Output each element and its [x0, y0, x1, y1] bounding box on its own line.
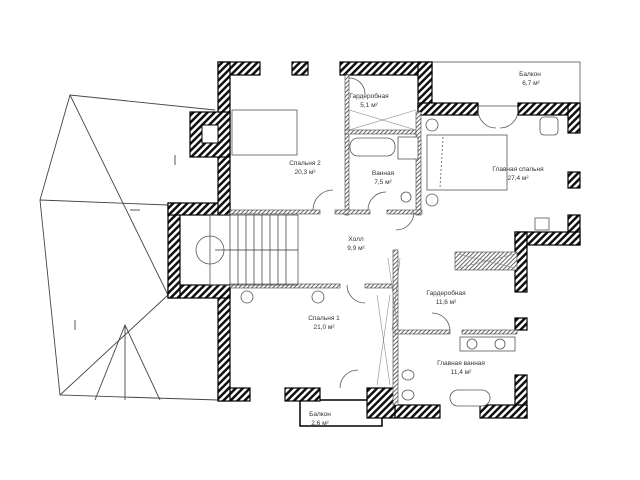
- toilet: [400, 191, 412, 203]
- svg-text:Гардеробная: Гардеробная: [349, 92, 389, 100]
- exterior-walls: [167, 61, 581, 419]
- doors: [312, 77, 519, 389]
- svg-text:9,9 м²: 9,9 м²: [347, 245, 365, 252]
- room-label-bedroom-1: Спальня 1 21,0 м²: [308, 315, 340, 331]
- roof-outline: [39, 94, 219, 401]
- armchair: [539, 116, 559, 136]
- svg-text:11,4 м²: 11,4 м²: [451, 369, 472, 376]
- svg-text:Спальня 2: Спальня 2: [289, 160, 321, 167]
- svg-text:Балкон: Балкон: [309, 411, 331, 418]
- furniture: [231, 109, 559, 407]
- room-label-balcony-small: Балкон 2,6 м²: [309, 411, 331, 427]
- svg-text:7,5 м²: 7,5 м²: [374, 179, 392, 186]
- interior-walls: [229, 74, 518, 406]
- staircase: [195, 214, 299, 286]
- svg-text:Главная ванная: Главная ванная: [437, 360, 485, 367]
- bathtub-master: [449, 389, 491, 407]
- room-label-bathroom: Ванная 7,5 м²: [372, 170, 395, 186]
- chair: [534, 217, 550, 231]
- svg-text:21,0 м²: 21,0 м²: [313, 324, 335, 331]
- svg-text:Спальня 1: Спальня 1: [308, 315, 340, 322]
- svg-text:Гардеробная: Гардеробная: [426, 289, 466, 297]
- room-label-hall: Холл 9,9 м²: [347, 236, 365, 252]
- svg-text:20,3 м²: 20,3 м²: [294, 169, 316, 176]
- room-label-master-bedroom: Главная спальня 27,4 м²: [492, 166, 544, 182]
- room-label-bedroom-2: Спальня 2 20,3 м²: [289, 160, 321, 176]
- svg-text:Главная спальня: Главная спальня: [492, 166, 544, 173]
- shower: [397, 136, 419, 160]
- balcony-top: [431, 61, 581, 107]
- bed-bedroom-2: [231, 109, 298, 156]
- room-label-wardrobe-small: Гардеробная 5,1 м²: [349, 92, 389, 109]
- room-label-balcony-master: Балкон 6,7 м²: [519, 71, 541, 87]
- svg-text:Ванная: Ванная: [372, 170, 395, 177]
- svg-text:27,4 м²: 27,4 м²: [507, 175, 529, 182]
- svg-text:11,6 м²: 11,6 м²: [436, 299, 457, 306]
- room-label-wardrobe-large: Гардеробная 11,6 м²: [426, 289, 466, 306]
- svg-text:5,1 м²: 5,1 м²: [360, 102, 378, 109]
- bed-master: [426, 134, 508, 191]
- svg-text:Холл: Холл: [348, 236, 364, 243]
- room-label-master-bathroom: Главная ванная 11,4 м²: [437, 360, 485, 376]
- svg-text:Балкон: Балкон: [519, 71, 541, 78]
- svg-text:2,6 м²: 2,6 м²: [311, 420, 329, 427]
- bathtub: [349, 137, 396, 157]
- svg-text:6,7 м²: 6,7 м²: [522, 80, 540, 87]
